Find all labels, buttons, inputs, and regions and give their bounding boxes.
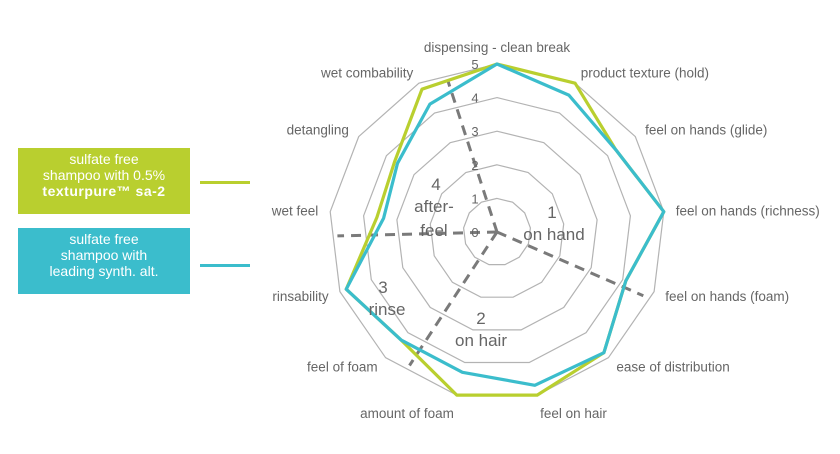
ring-tick-label: 0	[471, 225, 478, 240]
axis-label: ease of distribution	[616, 360, 729, 375]
section-number: 4	[431, 175, 440, 194]
grid-ring-3	[396, 130, 598, 331]
section-divider-3	[408, 231, 499, 367]
axis-label: rinsability	[272, 289, 329, 304]
ring-tick-label: 4	[471, 91, 478, 106]
legend-label-line3: leading synth. alt.	[49, 263, 159, 279]
legend-item-texturpure: sulfate free shampoo with 0.5% texturpur…	[18, 148, 190, 214]
section-divider-4	[337, 230, 498, 238]
section-divider-2	[496, 230, 644, 298]
axis-label: detangling	[287, 123, 349, 138]
section-number: 1	[547, 203, 556, 222]
section-label: on hair	[455, 331, 507, 350]
section-label-2: feel	[420, 221, 447, 240]
section-label: on hand	[523, 225, 584, 244]
axis-label: feel on hands (foam)	[665, 289, 789, 304]
ring-tick-label: 1	[471, 191, 478, 206]
legend-label-line1: sulfate free	[69, 231, 139, 247]
axis-label: wet feel	[271, 203, 319, 218]
grid-ring-1	[462, 197, 532, 266]
series-line-2	[344, 62, 666, 387]
axis-label: dispensing - clean break	[424, 40, 571, 55]
legend-label-line1: sulfate free	[69, 151, 139, 167]
section-number: 3	[378, 278, 387, 297]
legend-item-synth-alt: sulfate free shampoo with leading synth.…	[18, 228, 190, 294]
section-label: rinse	[369, 300, 406, 319]
ring-tick-label: 2	[471, 158, 478, 173]
section-number: 2	[476, 309, 485, 328]
legend-swatch-texturpure	[200, 181, 250, 184]
axis-label: feel of foam	[307, 360, 378, 375]
legend-label-line2: shampoo with	[60, 247, 148, 263]
axis-label: feel on hair	[540, 406, 607, 421]
legend-label-line2: shampoo with 0.5%	[42, 167, 166, 183]
section-label: after-	[414, 197, 454, 216]
axis-label: feel on hands (glide)	[645, 123, 767, 138]
ring-tick-label: 3	[471, 124, 478, 139]
grid-ring-2	[429, 164, 565, 298]
ring-tick-label: 5	[471, 57, 478, 72]
grid-ring-4	[362, 96, 632, 364]
section-divider-1	[446, 79, 499, 233]
legend-label-line3: texturpure™ sa-2	[42, 183, 166, 199]
legend-swatch-synth-alt	[200, 264, 250, 267]
axis-label: amount of foam	[360, 406, 454, 421]
axis-label: product texture (hold)	[581, 66, 709, 81]
axis-label: feel on hands (richness)	[676, 203, 820, 218]
axis-label: wet combability	[320, 66, 414, 81]
